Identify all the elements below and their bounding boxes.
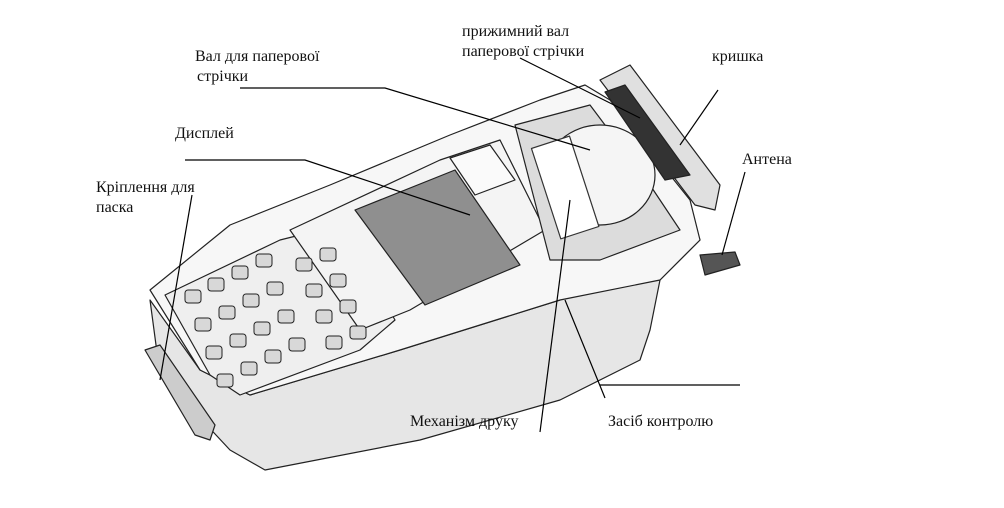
leader-paper-roll-shaft <box>240 87 591 151</box>
leader-display <box>185 159 471 216</box>
label-line: Кріплення для <box>96 179 195 196</box>
leader-strap-mount <box>159 194 193 381</box>
label-pressure-roller: прижимний вал паперової стрічки <box>462 22 584 62</box>
display-screen <box>354 169 521 306</box>
label-strap-mount: Кріплення для паска <box>96 178 195 218</box>
leader-print-mechanism <box>539 199 571 433</box>
label-cover: кришка <box>712 48 764 65</box>
label-line: Вал для паперової <box>195 48 320 65</box>
leader-antenna <box>721 171 746 256</box>
label-line: паперової стрічки <box>462 43 585 60</box>
label-paper-roll-shaft: Вал для паперової стрічки <box>195 47 319 87</box>
antenna <box>699 251 741 276</box>
label-control-means: Засіб контролю <box>608 413 714 430</box>
label-line: стрічки <box>197 68 249 85</box>
keypad-keys <box>184 247 367 388</box>
label-display: Дисплей <box>175 125 234 142</box>
label-print-mechanism: Механізм друку <box>410 413 519 430</box>
leader-pressure-roller <box>519 57 641 119</box>
label-line: прижимний вал <box>462 23 570 40</box>
leader-lines <box>159 57 746 433</box>
label-antenna: Антена <box>742 151 792 168</box>
display-window <box>449 144 516 196</box>
leader-cover <box>679 89 719 146</box>
label-line: паска <box>96 199 134 216</box>
